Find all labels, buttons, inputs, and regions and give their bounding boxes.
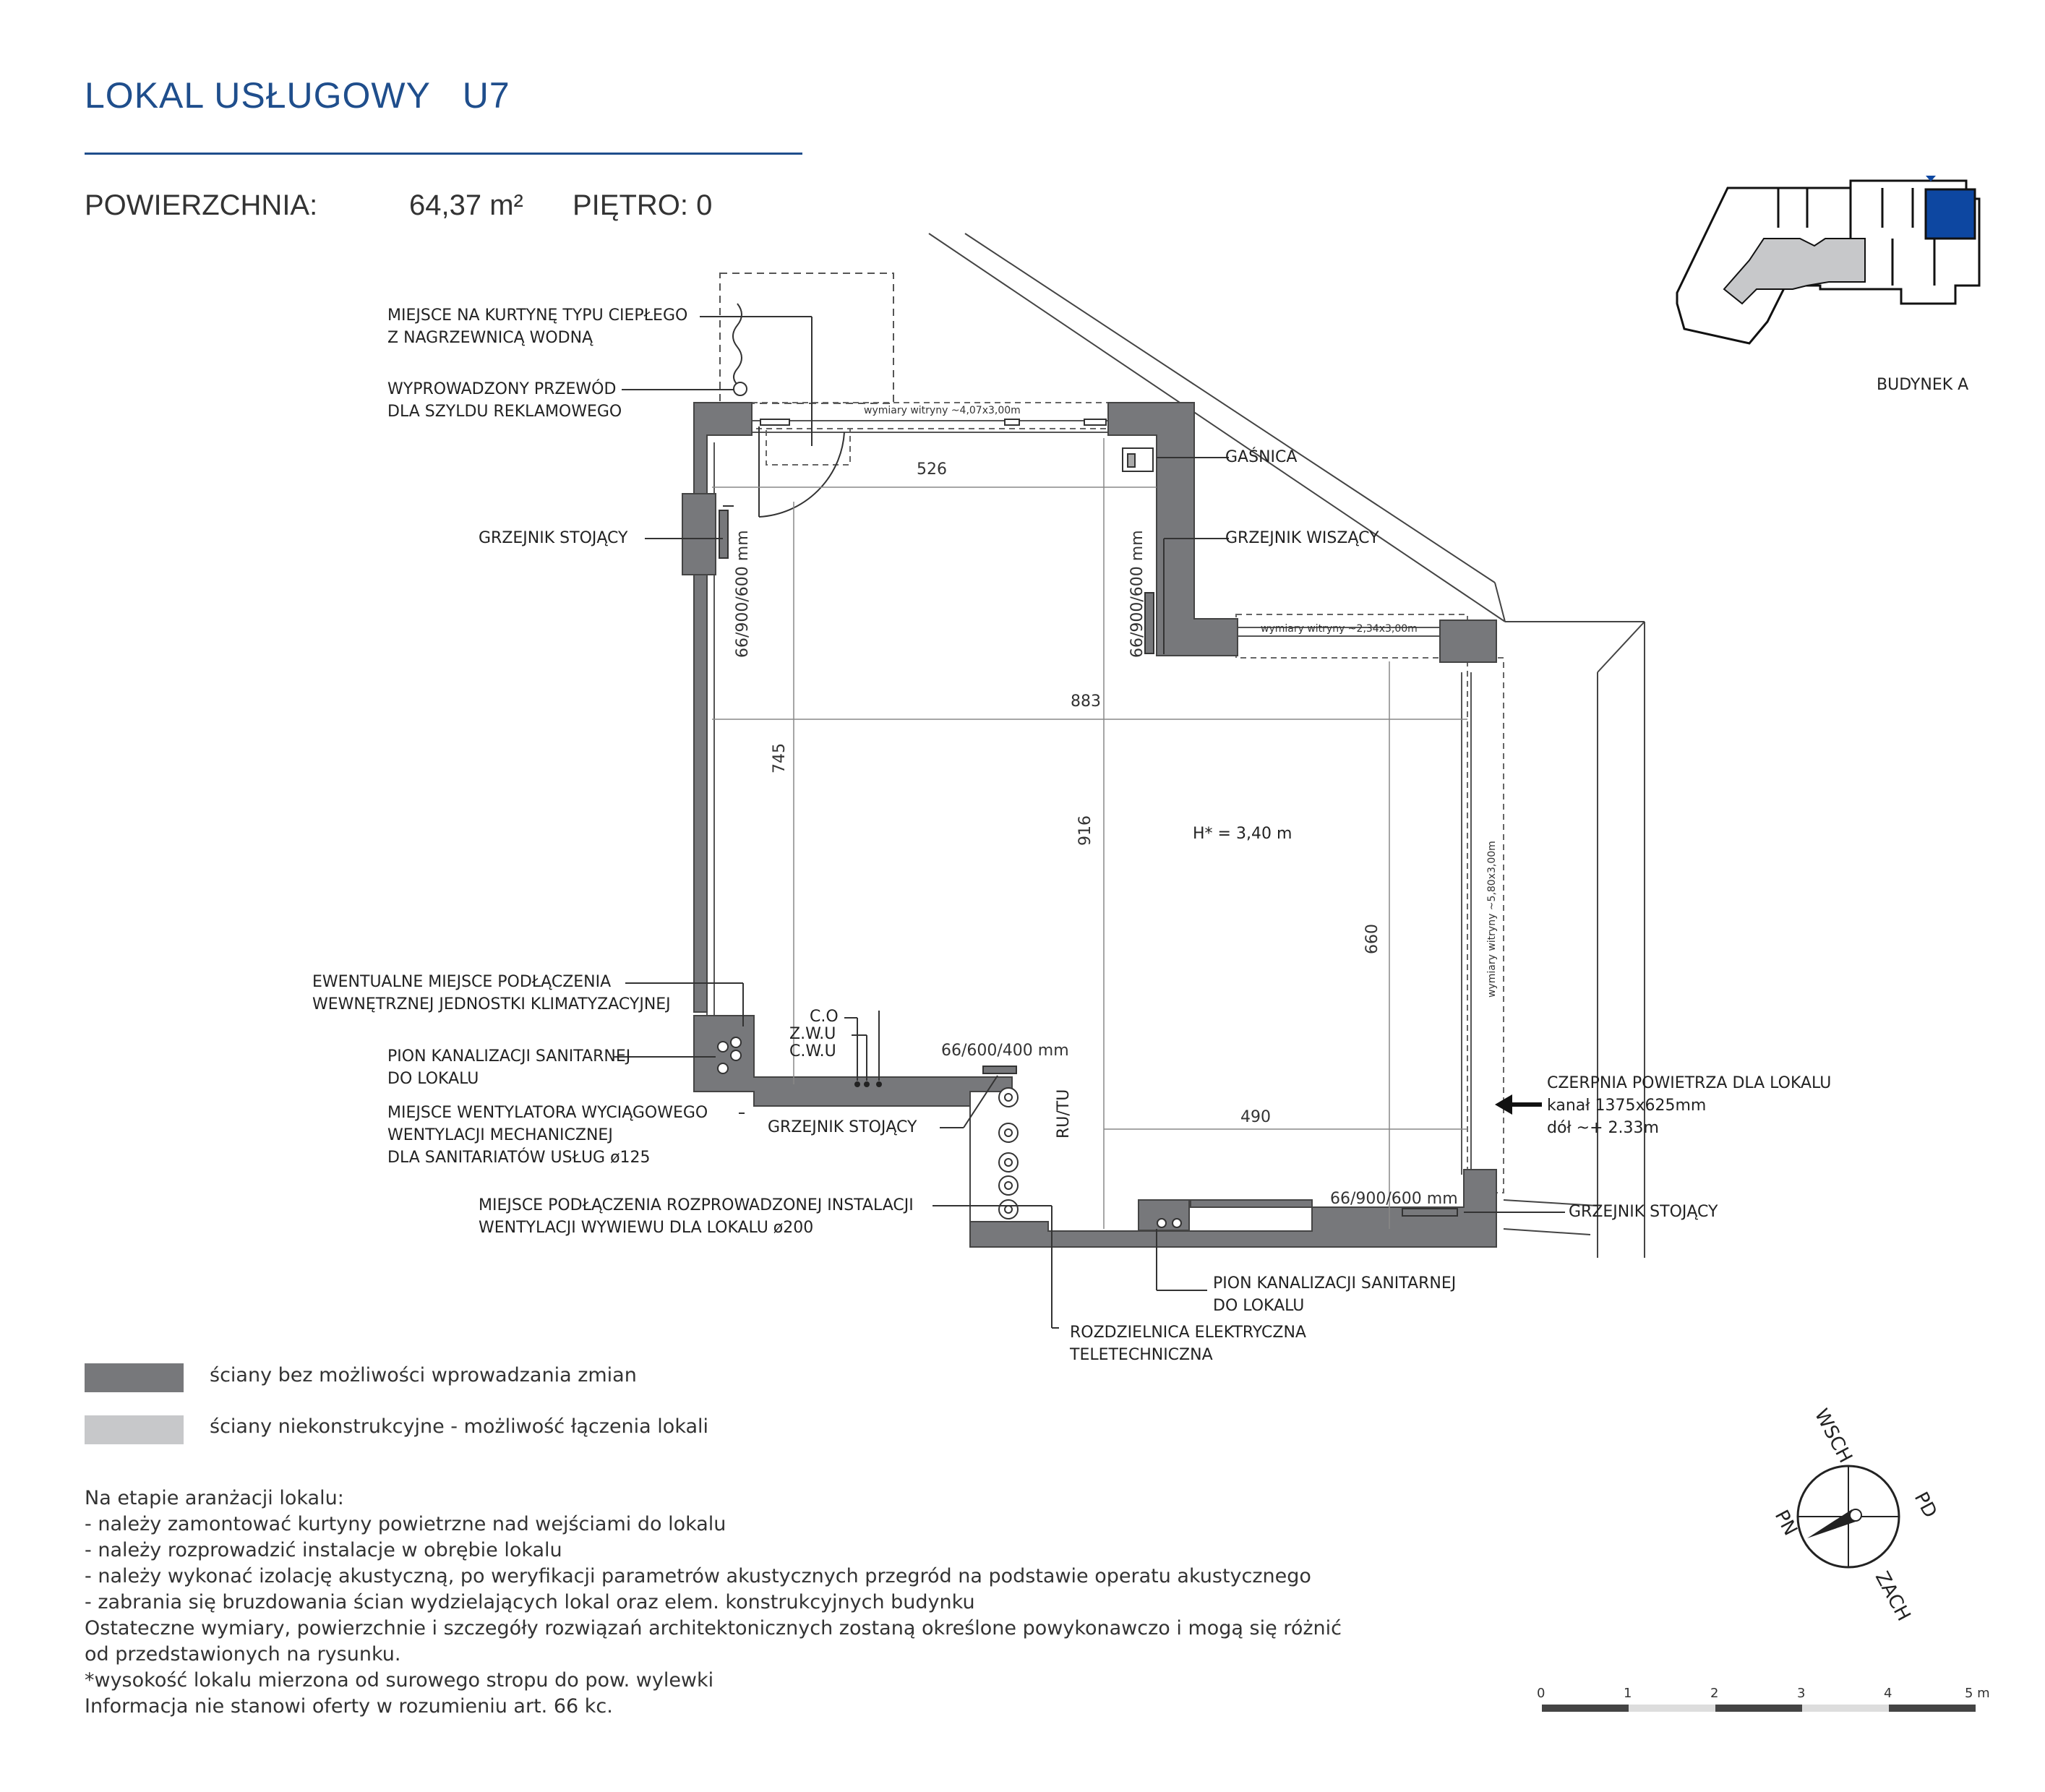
- compass-icon: [1796, 1465, 1900, 1569]
- label-curtain-2: Z NAGRZEWNICĄ WODNĄ: [387, 329, 593, 347]
- label-cwu: C.W.U: [789, 1042, 836, 1060]
- radiators: [719, 510, 1458, 1217]
- label-ac-2: WEWNĘTRZNEJ JEDNOSTKI KLIMATYZACYJNEJ: [312, 995, 671, 1013]
- label-curtain-1: MIEJSCE NA KURTYNĘ TYPU CIEPŁEGO: [387, 306, 687, 325]
- label-radiator-standing-mid: GRZEJNIK STOJĄCY: [768, 1118, 917, 1136]
- note-line: Ostateczne wymiary, powierzchnie i szcze…: [85, 1617, 1342, 1639]
- label-vent-2: WENTYLACJI WYWIEWU DLA LOKALU ø200: [479, 1219, 813, 1237]
- label-sewer-left-2: DO LOKALU: [387, 1070, 479, 1088]
- dim-window-top: wymiary witryny ~4,07x3,00m: [864, 405, 1021, 416]
- label-fan-2: WENTYLACJI MECHANICZNEJ: [387, 1126, 613, 1144]
- area-label: POWIERZCHNIA:: [85, 189, 318, 221]
- dim-window-right: wymiary witryny ~5,80x3,00m: [1486, 841, 1498, 998]
- label-sewer-mid-1: PION KANALIZACJI SANITARNEJ: [1213, 1274, 1456, 1292]
- label-radiator-standing-right: GRZEJNIK STOJĄCY: [1569, 1203, 1718, 1221]
- dim-745: 745: [771, 743, 789, 773]
- note-line: *wysokość lokalu mierzona od surowego st…: [85, 1669, 714, 1692]
- label-intake-2: kanał 1375x625mm: [1547, 1097, 1706, 1115]
- legend-swatch-structural: [85, 1363, 184, 1392]
- label-intake-3: dół ~+ 2.33m: [1547, 1119, 1659, 1137]
- curtain-wave: [732, 303, 742, 385]
- radiator-mid: [982, 1066, 1017, 1074]
- radiator-left: [719, 510, 729, 559]
- legend-swatch-partition: [85, 1415, 184, 1444]
- title-divider: [85, 153, 802, 155]
- label-sewer-left-1: PION KANALIZACJI SANITARNEJ: [387, 1047, 630, 1066]
- page-title: LOKAL USŁUGOWY U7: [85, 75, 510, 116]
- label-sewer-mid-2: DO LOKALU: [1213, 1297, 1304, 1315]
- floor-label: PIĘTRO: 0: [573, 189, 713, 221]
- compass-zach: ZACH: [1871, 1568, 1915, 1624]
- radiator-bottom-right: [1402, 1208, 1458, 1217]
- label-sign-1: WYPROWADZONY PRZEWÓD: [387, 380, 616, 398]
- notes: Na etapie aranżacji lokalu: - należy zam…: [85, 1486, 1386, 1720]
- legend-partition-text: ściany niekonstrukcyjne - możliwość łącz…: [210, 1415, 709, 1438]
- label-radiator-standing-left: GRZEJNIK STOJĄCY: [479, 529, 628, 547]
- dim-916: 916: [1076, 815, 1094, 846]
- note-line: - należy zamontować kurtyny powietrzne n…: [85, 1513, 726, 1535]
- legend-structural-text: ściany bez możliwości wprowadzania zmian: [210, 1364, 637, 1386]
- dim-radiator-left: 66/900/600 mm: [734, 530, 752, 658]
- note-line: - zabrania się bruzdowania ścian wydziel…: [85, 1591, 975, 1613]
- duct-circles: [717, 1037, 1182, 1228]
- extinguisher-icon: [1122, 447, 1154, 472]
- scale-tick-5: 5 m: [1965, 1686, 1990, 1701]
- dim-526: 526: [917, 460, 947, 479]
- leader-lines: [613, 316, 1565, 1329]
- label-vent-1: MIEJSCE PODŁĄCZENIA ROZPROWADZONEJ INSTA…: [479, 1196, 914, 1214]
- label-intake-1: CZERPNIA POWIETRZA DLA LOKALU: [1547, 1074, 1831, 1092]
- label-ac-1: EWENTUALNE MIEJSCE PODŁĄCZENIA: [312, 973, 611, 991]
- keyplan-label: BUDYNEK A: [1877, 376, 1968, 394]
- dim-883: 883: [1071, 693, 1101, 711]
- intake-arrow-icon: [1495, 1094, 1542, 1115]
- scale-tick-3: 3: [1797, 1686, 1805, 1701]
- compass-wsch: WSCH: [1810, 1405, 1856, 1467]
- dim-490: 490: [1240, 1108, 1271, 1126]
- note-line: - należy wykonać izolację akustyczną, po…: [85, 1565, 1311, 1587]
- label-elec-1: ROZDZIELNICA ELEKTRYCZNA: [1070, 1324, 1306, 1342]
- key-plan-marker-icon: [1926, 176, 1936, 181]
- label-radiator-hanging: GRZEJNIK WISZĄCY: [1225, 529, 1379, 547]
- note-line: Informacja nie stanowi oferty w rozumien…: [85, 1695, 613, 1718]
- label-sign-2: DLA SZYLDU REKLAMOWEGO: [387, 403, 622, 421]
- window-top: [760, 419, 1107, 426]
- radiator-right-top: [1144, 592, 1154, 654]
- label-zwu: Z.W.U: [789, 1025, 836, 1043]
- label-height: H* = 3,40 m: [1193, 825, 1292, 843]
- scale-bar: [1542, 1705, 1976, 1712]
- label-elec-2: TELETECHNICZNA: [1069, 1346, 1213, 1364]
- exterior-lines: [928, 233, 1645, 1258]
- note-line: od przedstawionych na rysunku.: [85, 1643, 401, 1665]
- sign-cable-marker: [733, 382, 747, 396]
- note-line: - należy rozprowadzić instalacje w obręb…: [85, 1539, 562, 1561]
- scale-tick-1: 1: [1624, 1686, 1632, 1701]
- compass-pn: PN: [1770, 1506, 1801, 1539]
- key-plan: [1676, 179, 1981, 345]
- compass-pd: PD: [1910, 1488, 1941, 1522]
- curtain-box: [719, 273, 894, 404]
- label-rutu: RU/TU: [1055, 1089, 1073, 1139]
- dimension-lines: [712, 438, 1467, 1229]
- scale-tick-2: 2: [1710, 1686, 1718, 1701]
- label-co: C.O: [810, 1008, 839, 1026]
- label-extinguisher: GAŚNICA: [1225, 447, 1297, 466]
- dim-radiator-mid: 66/600/400 mm: [941, 1042, 1069, 1060]
- scale-tick-4: 4: [1884, 1686, 1892, 1701]
- area-value: 64,37 m²: [409, 189, 523, 221]
- dim-radiator-bottom-right: 66/900/600 mm: [1330, 1190, 1458, 1208]
- note-line: Na etapie aranżacji lokalu:: [85, 1487, 344, 1509]
- door-swing: [758, 426, 845, 518]
- dim-window-mid: wymiary witryny ~2,34x3,00m: [1261, 623, 1418, 635]
- label-fan-1: MIEJSCE WENTYLATORA WYCIĄGOWEGO: [387, 1104, 708, 1122]
- dim-660: 660: [1363, 924, 1381, 954]
- dim-radiator-right-top: 66/900/600 mm: [1128, 530, 1146, 658]
- label-fan-3: DLA SANITARIATÓW USŁUG ø125: [387, 1148, 651, 1167]
- scale-tick-0: 0: [1537, 1686, 1545, 1701]
- structural-walls: [682, 402, 1497, 1248]
